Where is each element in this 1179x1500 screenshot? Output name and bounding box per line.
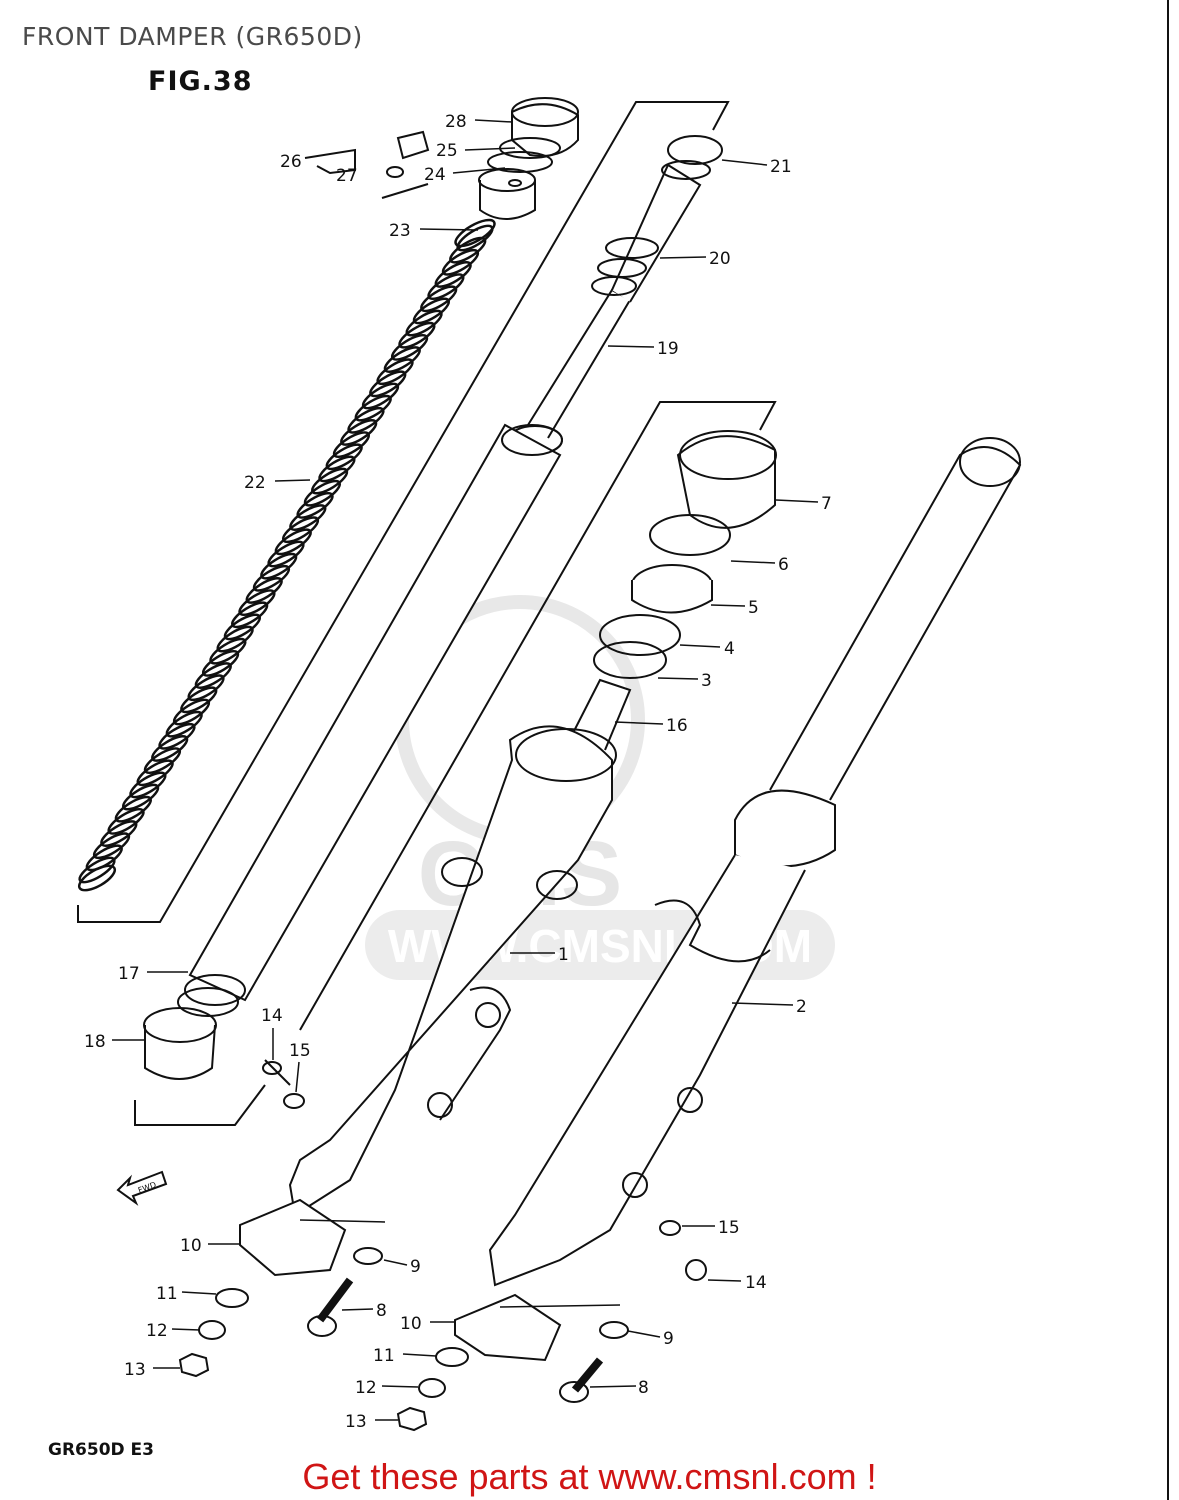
part-label-9a: 9 (410, 1257, 421, 1277)
part-label-19: 19 (657, 339, 679, 359)
cap-assembly (386, 97, 579, 220)
part-label-5: 5 (748, 598, 759, 618)
part-label-21: 21 (770, 157, 792, 177)
part-label-8b: 8 (638, 1378, 649, 1398)
part-label-2: 2 (796, 997, 807, 1017)
part-label-6: 6 (778, 555, 789, 575)
part-label-15a: 15 (289, 1041, 311, 1061)
part-label-16: 16 (666, 716, 688, 736)
part-label-9b: 9 (663, 1329, 674, 1349)
part-label-3: 3 (701, 671, 712, 691)
part-label-11b: 11 (373, 1346, 395, 1366)
fwd-arrow-icon: FWD (116, 1170, 168, 1206)
spring-coil (456, 224, 494, 252)
part-label-28: 28 (445, 112, 467, 132)
part-label-12a: 12 (146, 1321, 168, 1341)
seal-stack (571, 430, 777, 751)
damper-rod (507, 135, 723, 455)
group-frames (77, 101, 777, 1126)
part-label-14a: 14 (261, 1006, 283, 1026)
outer-tube-right (454, 437, 1022, 1362)
part-label-23: 23 (389, 221, 411, 241)
part-label-8a: 8 (376, 1301, 387, 1321)
inner-tube (143, 423, 563, 1080)
part-label-7: 7 (821, 494, 832, 514)
part-label-4: 4 (724, 639, 735, 659)
part-label-1: 1 (558, 945, 569, 965)
part-label-27: 27 (336, 166, 358, 186)
figure-number: FIG.38 (148, 66, 253, 97)
part-label-13a: 13 (124, 1360, 146, 1380)
part-label-13b: 13 (345, 1412, 367, 1432)
part-label-15b: 15 (718, 1218, 740, 1238)
part-label-12b: 12 (355, 1378, 377, 1398)
model-code: GR650D E3 (48, 1440, 155, 1460)
part-label-11a: 11 (156, 1284, 178, 1304)
page-title: FRONT DAMPER (GR650D) (22, 22, 363, 51)
leader-lines (112, 119, 819, 1421)
part-label-26: 26 (280, 152, 302, 172)
part-label-14b: 14 (745, 1273, 767, 1293)
outer-tube-left (239, 725, 617, 1277)
part-label-22: 22 (244, 473, 266, 493)
fork-spring (77, 218, 496, 892)
part-label-10b: 10 (400, 1314, 422, 1334)
hardware-left (178, 1059, 383, 1378)
hardware-right (396, 1220, 707, 1432)
part-label-25: 25 (436, 141, 458, 161)
footer-link[interactable]: Get these parts at www.cmsnl.com ! (302, 1456, 877, 1497)
part-label-17: 17 (118, 964, 140, 984)
part-label-20: 20 (709, 249, 731, 269)
part-labels: 28 25 24 26 27 23 21 20 19 22 7 6 5 4 3 … (84, 112, 832, 1432)
part-label-24: 24 (424, 165, 446, 185)
part-label-10a: 10 (180, 1236, 202, 1256)
part-label-18: 18 (84, 1032, 106, 1052)
